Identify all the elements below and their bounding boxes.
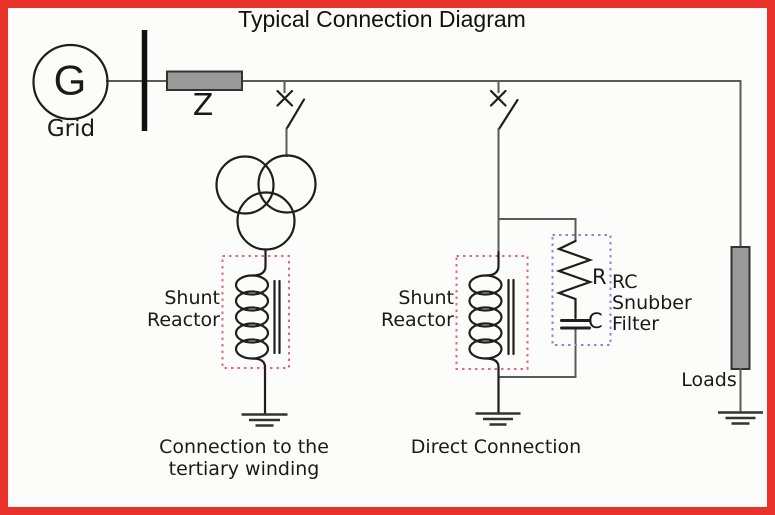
reactor-box-direct (455, 255, 529, 370)
caption-direct: Direct Connection (410, 436, 582, 458)
capacitor-symbol (560, 319, 591, 330)
shunt-reactor-direct (468, 250, 515, 415)
snubber-box (551, 234, 612, 346)
switch-direct-icon (489, 80, 519, 253)
page-title: Typical Connection Diagram (238, 6, 526, 32)
resistor-symbol (555, 239, 594, 320)
reactor-label-direct: Shunt Reactor (380, 287, 454, 331)
grid-label: Grid (46, 116, 96, 142)
shunt-reactor-tertiary (234, 248, 281, 416)
ground-load-icon (718, 411, 763, 425)
switch-tertiary-icon (276, 80, 306, 157)
loads-label: Loads (681, 369, 737, 391)
capacitor-label: C (588, 309, 603, 333)
caption-tertiary: Connection to the tertiary winding (159, 436, 329, 480)
generator-letter: G (53, 56, 87, 104)
reactor-box-tertiary (221, 255, 290, 369)
ground-tertiary-icon (241, 413, 288, 427)
load-symbol (730, 246, 751, 370)
transformer-symbol (215, 154, 317, 251)
reactor-label-tertiary: Shunt Reactor (146, 287, 220, 331)
generator-symbol (32, 43, 109, 121)
ground-direct-icon (475, 412, 521, 426)
impedance-label: Z (192, 88, 214, 123)
snubber-filter-label: RC Snubber Filter (612, 271, 692, 335)
impedance-symbol (166, 70, 243, 91)
snubber-branch-wire (497, 218, 577, 378)
resistor-label: R (592, 265, 607, 289)
